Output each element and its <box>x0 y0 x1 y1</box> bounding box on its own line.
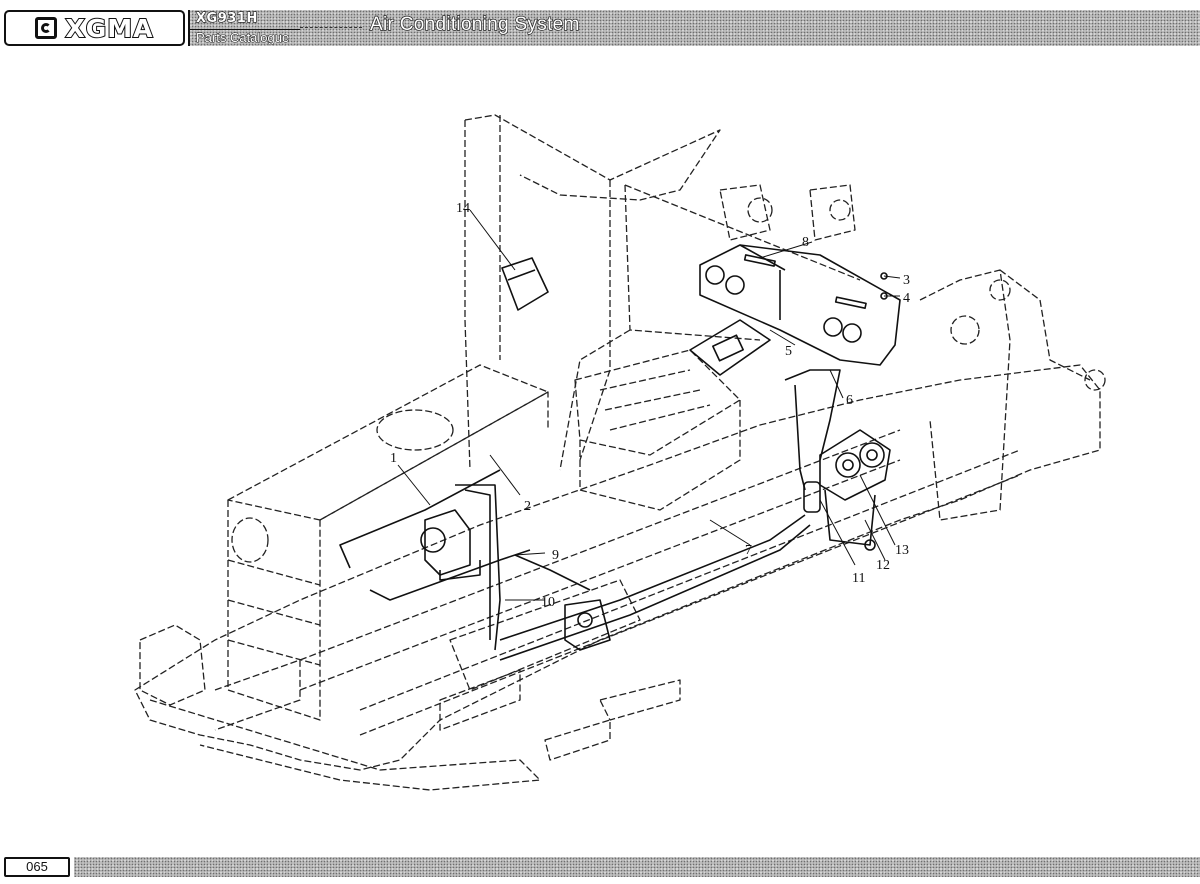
callout-4: 4 <box>903 291 910 306</box>
section-title: Air Conditioning System <box>369 13 580 35</box>
callout-12: 12 <box>876 558 890 573</box>
loader-frame-drawing: 1 2 3 4 5 6 7 8 9 10 11 12 13 14 <box>134 114 1106 791</box>
header-leader-line <box>300 27 362 28</box>
callout-9: 9 <box>552 548 559 563</box>
page-footer: 065 <box>0 854 1200 884</box>
page-number: 065 <box>4 857 70 877</box>
callout-10: 10 <box>541 595 555 610</box>
callout-labels: 1 2 3 4 5 6 7 8 9 10 11 12 13 14 <box>390 201 910 610</box>
xgma-logo-icon <box>35 17 58 39</box>
callout-3: 3 <box>903 273 910 288</box>
callout-14: 14 <box>456 201 470 216</box>
callout-1: 1 <box>390 451 397 466</box>
catalogue-label: Parts Catalogue <box>195 29 290 45</box>
brand-name: XGMA <box>64 13 154 44</box>
model-divider <box>190 29 300 30</box>
model-block: XG931H Parts Catalogue <box>188 10 300 46</box>
callout-11: 11 <box>852 571 865 586</box>
callout-5: 5 <box>785 344 792 359</box>
callout-13: 13 <box>895 543 909 558</box>
callout-8: 8 <box>802 235 809 250</box>
callout-6: 6 <box>846 393 853 408</box>
header-band <box>188 10 1200 46</box>
callout-2: 2 <box>524 499 531 514</box>
exploded-view-drawing: 1 2 3 4 5 6 7 8 9 10 11 12 13 14 <box>0 50 1200 850</box>
brand-logo: XGMA <box>4 10 185 46</box>
model-code: XG931H <box>195 10 258 26</box>
footer-band <box>74 857 1200 877</box>
page-header: XGMA XG931H Parts Catalogue Air Conditio… <box>0 0 1200 50</box>
callout-7: 7 <box>745 543 752 558</box>
